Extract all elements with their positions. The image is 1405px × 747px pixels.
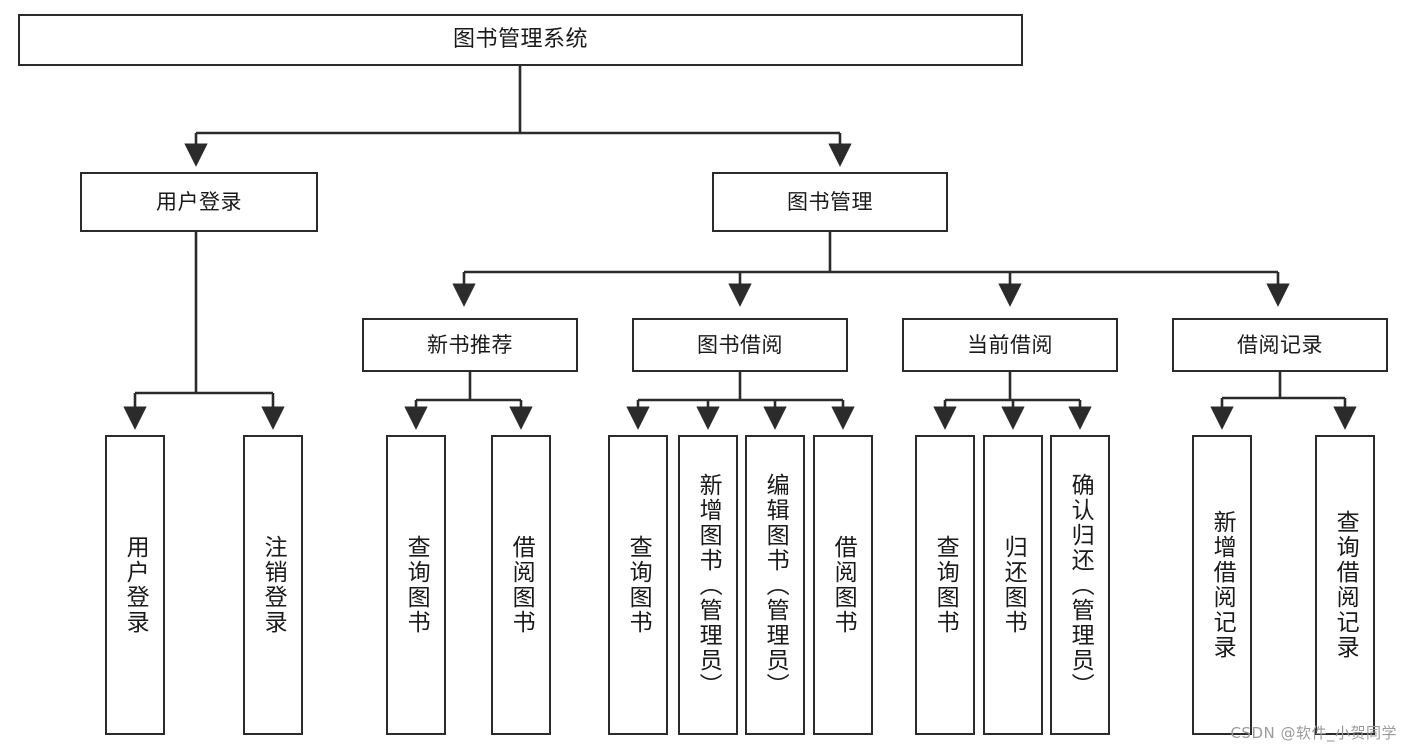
node-leaf-query-books-borrow-label: 查询图书	[625, 535, 652, 635]
node-leaf-confirm-return-admin-label: 确认归还（管理员）	[1067, 472, 1094, 698]
node-new-book-recommend[interactable]: 新书推荐	[362, 318, 578, 372]
node-leaf-edit-book-admin-label: 编辑图书（管理员）	[762, 472, 789, 698]
node-user-login[interactable]: 用户登录	[80, 172, 318, 232]
node-leaf-query-books-new[interactable]: 查询图书	[386, 435, 446, 735]
node-leaf-user-login-label: 用户登录	[122, 535, 149, 635]
node-leaf-query-books-current[interactable]: 查询图书	[915, 435, 975, 735]
node-user-login-label: 用户登录	[156, 189, 242, 214]
node-leaf-return-books[interactable]: 归还图书	[983, 435, 1043, 735]
node-new-book-recommend-label: 新书推荐	[427, 332, 513, 357]
node-leaf-query-borrow-record[interactable]: 查询借阅记录	[1315, 435, 1375, 735]
node-book-borrow-label: 图书借阅	[697, 332, 783, 357]
node-leaf-borrow-books[interactable]: 借阅图书	[813, 435, 873, 735]
node-book-management-label: 图书管理	[787, 189, 873, 214]
node-leaf-query-books-current-label: 查询图书	[932, 535, 959, 635]
node-root[interactable]: 图书管理系统	[18, 14, 1023, 66]
node-leaf-logout-label: 注销登录	[260, 535, 287, 635]
node-leaf-add-book-admin-label: 新增图书（管理员）	[695, 472, 722, 698]
node-borrow-records-label: 借阅记录	[1237, 332, 1323, 357]
node-leaf-add-book-admin[interactable]: 新增图书（管理员）	[678, 435, 738, 735]
node-leaf-borrow-books-new-label: 借阅图书	[508, 535, 535, 635]
node-borrow-records[interactable]: 借阅记录	[1172, 318, 1388, 372]
node-leaf-edit-book-admin[interactable]: 编辑图书（管理员）	[745, 435, 805, 735]
node-leaf-query-borrow-record-label: 查询借阅记录	[1332, 510, 1359, 660]
node-leaf-query-books-new-label: 查询图书	[403, 535, 430, 635]
csdn-watermark: CSDN @软件_小贺同学	[1230, 724, 1397, 742]
node-current-borrow-label: 当前借阅	[967, 332, 1053, 357]
node-leaf-user-login[interactable]: 用户登录	[105, 435, 165, 735]
node-book-management[interactable]: 图书管理	[712, 172, 948, 232]
node-leaf-borrow-books-label: 借阅图书	[830, 535, 857, 635]
node-leaf-query-books-borrow[interactable]: 查询图书	[608, 435, 668, 735]
node-leaf-return-books-label: 归还图书	[1000, 535, 1027, 635]
node-root-label: 图书管理系统	[452, 27, 588, 53]
node-book-borrow[interactable]: 图书借阅	[632, 318, 848, 372]
node-leaf-add-borrow-record-label: 新增借阅记录	[1209, 510, 1236, 660]
node-leaf-add-borrow-record[interactable]: 新增借阅记录	[1192, 435, 1252, 735]
node-current-borrow[interactable]: 当前借阅	[902, 318, 1118, 372]
node-leaf-borrow-books-new[interactable]: 借阅图书	[491, 435, 551, 735]
node-leaf-confirm-return-admin[interactable]: 确认归还（管理员）	[1050, 435, 1110, 735]
node-leaf-logout[interactable]: 注销登录	[243, 435, 303, 735]
